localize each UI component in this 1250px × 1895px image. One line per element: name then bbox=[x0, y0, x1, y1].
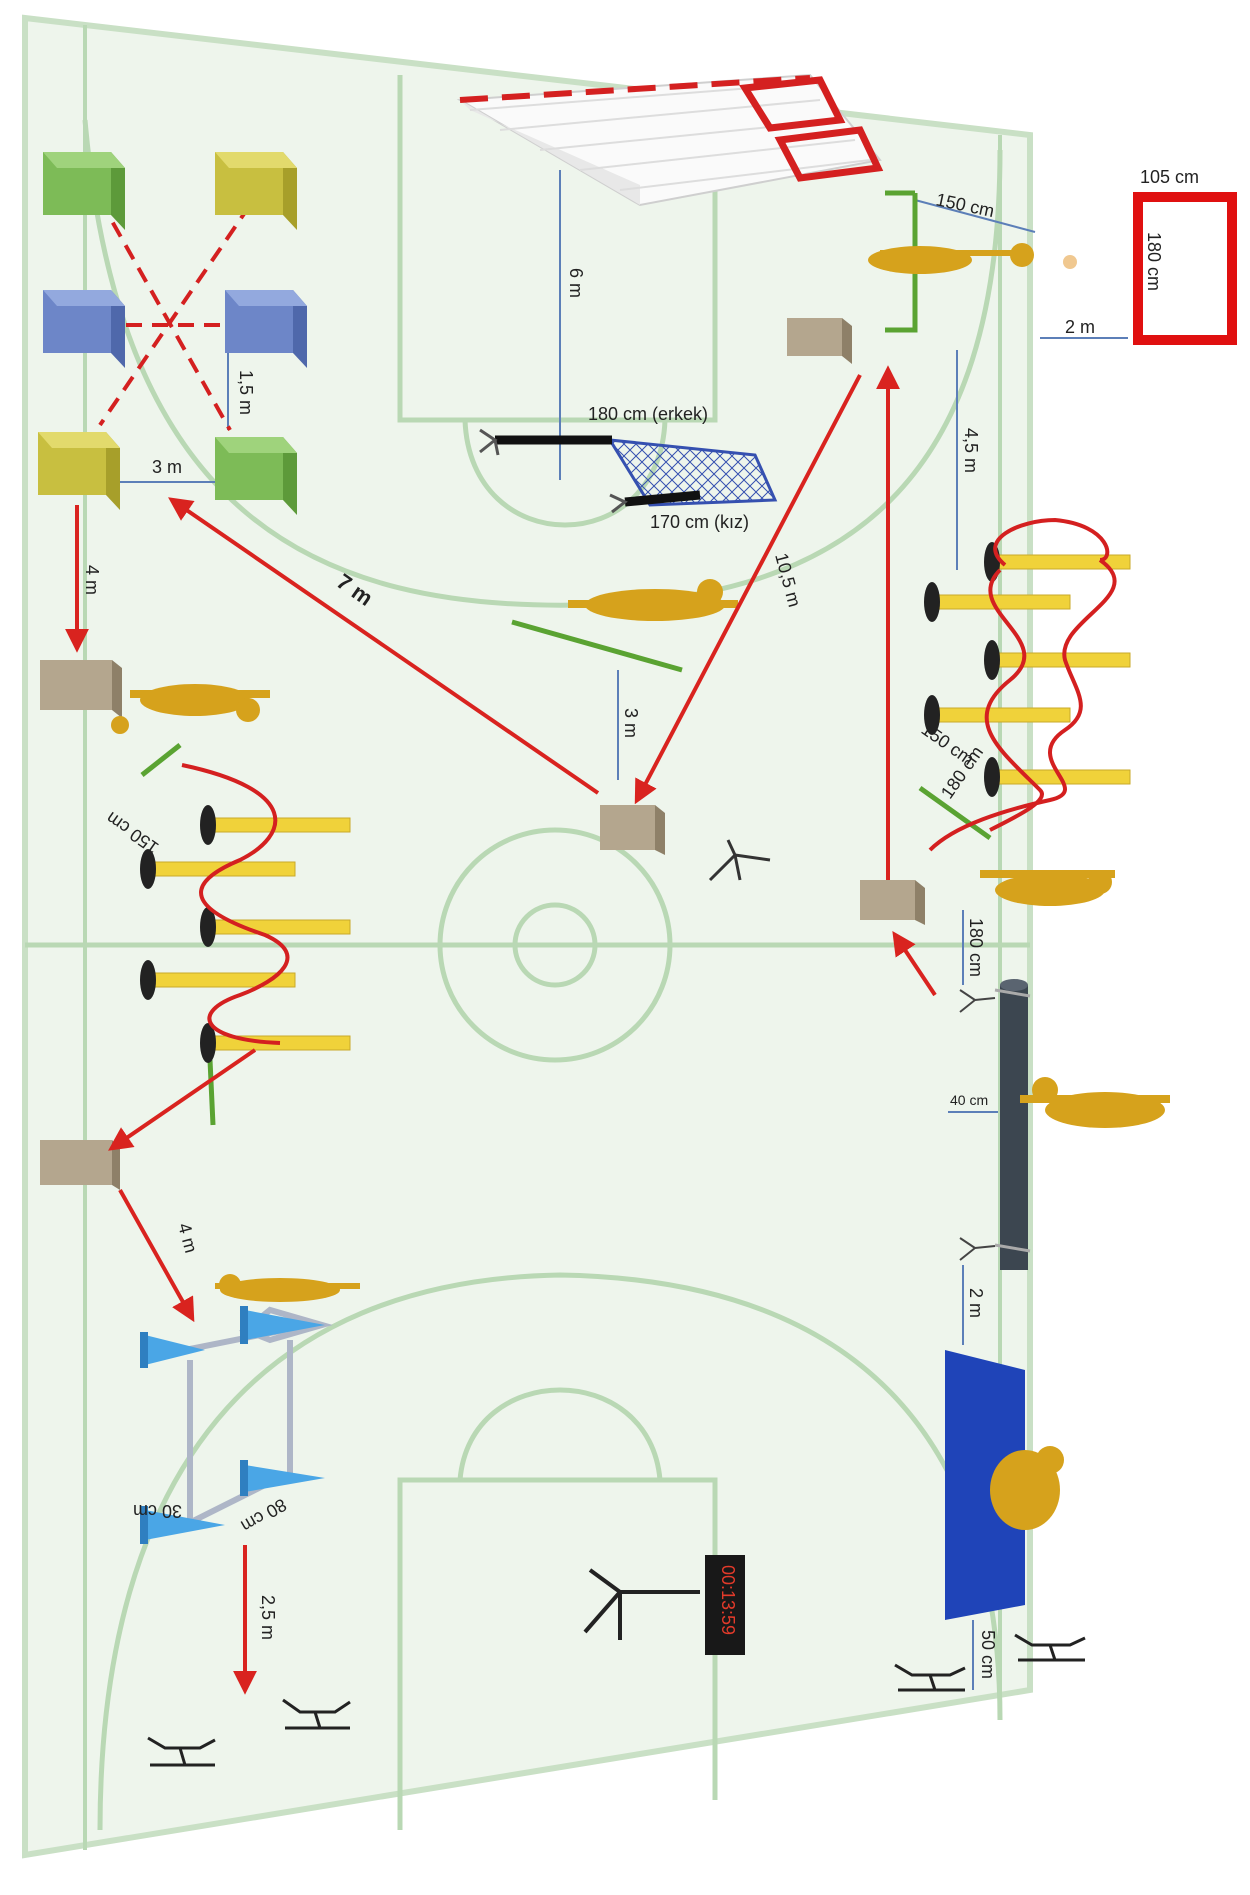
green-mark-left-bottom bbox=[210, 1060, 213, 1125]
label-180cm-box: 180 cm bbox=[1144, 232, 1164, 291]
label-30cm: 30 cm bbox=[133, 1501, 182, 1521]
label-15m: 1,5 m bbox=[236, 370, 256, 415]
label-50cm: 50 cm bbox=[978, 1630, 998, 1679]
box-left-1 bbox=[40, 660, 122, 718]
label-180cm-pillar: 180 cm bbox=[966, 918, 986, 977]
label-4m-top: 4 m bbox=[82, 565, 102, 595]
label-kiz: 170 cm (kız) bbox=[650, 512, 749, 532]
court-surface bbox=[25, 18, 1030, 1855]
timer-display: 00:13:59 bbox=[718, 1565, 738, 1635]
court bbox=[25, 18, 1030, 1855]
label-45m: 4,5 m bbox=[961, 428, 981, 473]
athlete-roll bbox=[1020, 1077, 1170, 1128]
label-2m-bottom: 2 m bbox=[966, 1288, 986, 1318]
label-25m: 2,5 m bbox=[258, 1595, 278, 1640]
label-105cm: 105 cm bbox=[1140, 167, 1199, 187]
label-2m-top: 2 m bbox=[1065, 317, 1095, 337]
box-left-2 bbox=[40, 1140, 120, 1190]
label-6m: 6 m bbox=[566, 268, 586, 298]
label-3m-mid: 3 m bbox=[621, 708, 641, 738]
label-3m-left: 3 m bbox=[152, 457, 182, 477]
box-center bbox=[600, 805, 665, 855]
box-right bbox=[860, 880, 925, 925]
label-erkek: 180 cm (erkek) bbox=[588, 404, 708, 424]
label-40cm: 40 cm bbox=[950, 1092, 988, 1108]
